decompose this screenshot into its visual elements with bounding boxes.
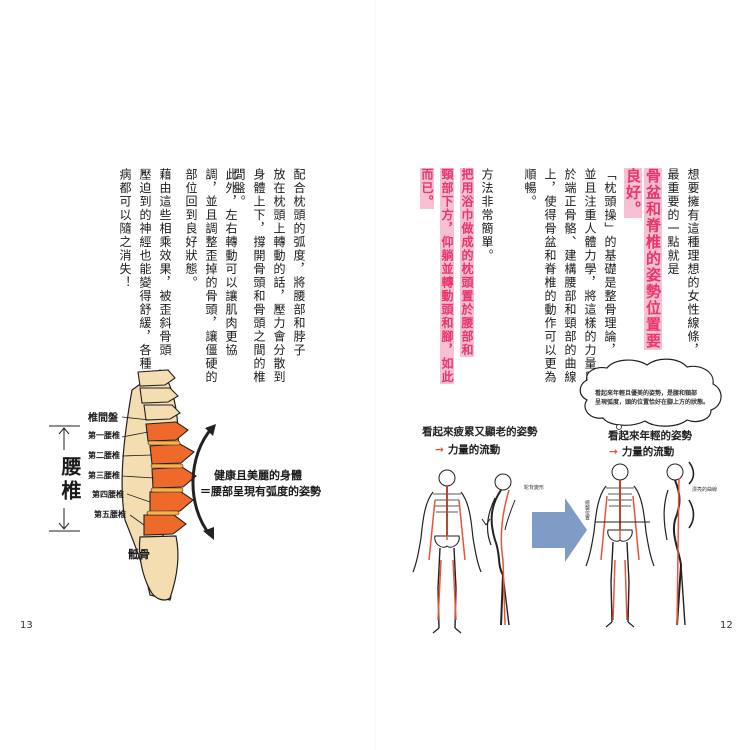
label-l1: 第一腰椎 (88, 431, 120, 440)
label-l5: 第五腰椎 (94, 510, 126, 519)
body-text: 「枕頭操」的基礎是整骨理論， 並且注重人體力學，將這樣的力量用 於端正骨骼、建構… (523, 168, 617, 384)
left-page: 配合枕頭的弧度，將腰部和脖子 放在枕頭上轉動的話，壓力會分散到 身體上下，撐開骨… (20, 168, 321, 631)
label-l2: 第二腰椎 (88, 451, 120, 460)
right-para-2: 「枕頭操」的基礎是整骨理論， 並且注重人體力學，將這樣的力量用 於端正骨骼、建構… (520, 168, 620, 384)
left-text-col-2: 此外，左右轉動可以讓肌肉更協 調，並且調整歪掉的骨頭，讓僵硬的 部位回到良好狀態… (181, 168, 241, 384)
caption-line-1: 健康且美麗的身體 (214, 469, 302, 482)
right-page: 想要擁有這種理想的女性線條， 最重要的一點就是 骨盆和脊椎的姿勢位置要 良好。 … (375, 0, 750, 750)
vertebra-l1 (145, 421, 189, 442)
flow-arrow-icon: → (609, 446, 618, 458)
label-lumbar: 腰椎 (58, 456, 82, 504)
body-text: 藉由這些相乘效果，被歪斜骨頭 壓迫到的神經也能變得舒緩，各種毛 病都可以隨之消失… (118, 168, 172, 384)
label-sacrum: 骶骨 (128, 548, 150, 561)
book-gutter (374, 0, 376, 750)
arrow-note: 修整位置 (584, 500, 590, 520)
left-text-col-3: 藉由這些相乘效果，被歪斜骨頭 壓迫到的神經也能變得舒緩，各種毛 病都可以隨之消失… (115, 168, 175, 384)
label-l4: 第四腰椎 (92, 490, 124, 499)
body-text: 此外，左右轉動可以讓肌肉更協 調，並且調整歪掉的骨頭，讓僵硬的 部位回到良好狀態… (184, 168, 238, 384)
transition-arrow (532, 498, 587, 562)
body-text: 配合枕頭的弧度，將腰部和脖子 放在枕頭上轉動的話，壓力會分散到 身體上下，撐開骨… (232, 168, 306, 384)
bad-flow-text: 力量的流動 (447, 444, 501, 456)
label-l3: 第三腰椎 (88, 471, 120, 480)
body-text: 方法非常簡單。 (480, 168, 494, 263)
caption-line-2: ＝腰部呈現有弧度的姿勢 (200, 485, 321, 498)
flow-arrow-icon: → (435, 444, 444, 456)
bad-flow-label: →力量的流動 (435, 442, 500, 457)
spine-illustration (49, 369, 216, 601)
page-number-right: 12 (720, 620, 733, 631)
vertebra-l4 (149, 490, 194, 513)
speech-bubble (579, 358, 722, 435)
right-para-1: 想要擁有這種理想的女性線條， 最重要的一點就是 骨盆和脊椎的姿勢位置要 良好。 (623, 168, 703, 357)
bad-note: 駝背變形 (524, 485, 545, 491)
skeleton-figures (412, 461, 695, 634)
good-posture-title: 看起來年輕的姿勢 (608, 430, 692, 442)
vertebra-l2 (149, 443, 195, 465)
page-number-left: 13 (20, 620, 33, 631)
label-disc: 椎間盤 (88, 413, 118, 424)
vertebra-l5 (143, 514, 187, 536)
vertebra-l3 (151, 466, 197, 489)
body-text: 想要擁有這種理想的女性線條， 最重要的一點就是 (666, 168, 700, 357)
left-text-col-1: 配合枕頭的弧度，將腰部和脖子 放在枕頭上轉動的話，壓力會分散到 身體上下，撐開骨… (229, 168, 309, 384)
right-para-3: 方法非常簡單。 把用浴巾做成的枕頭置於腰部和 頸部下方，仰躺並轉動頭和腳，如此 … (417, 168, 497, 384)
bubble-text: 看起來年輕且優美的姿勢，是腰和頸部 呈現弧度，頭的位置恰好在腳上方的狀態。 (595, 390, 710, 406)
good-note: 漂亮的曲線 (692, 487, 718, 493)
good-flow-text: 力量的流動 (621, 446, 675, 458)
bad-posture-title: 看起來疲累又顯老的姿勢 (422, 426, 538, 438)
good-flow-label: →力量的流動 (609, 444, 674, 459)
